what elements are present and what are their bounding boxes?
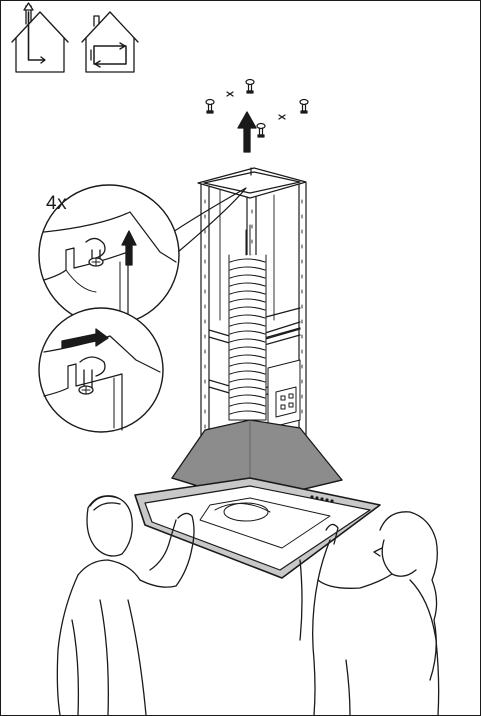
cooker-hood-canopy [134, 419, 381, 579]
house-extraction-mode-icon [11, 2, 69, 73]
flexible-duct [228, 224, 267, 421]
electrical-box [267, 359, 301, 429]
arrow-right-icon [61, 328, 109, 349]
detail-callout-lower [38, 307, 164, 433]
detail-callout-upper [38, 184, 247, 326]
arrow-up-icon [121, 230, 137, 266]
arrow-up-icon [237, 111, 257, 153]
house-recirculation-mode-icon [81, 11, 139, 73]
screw-icon [205, 78, 309, 138]
quantity-label: 4x [46, 193, 68, 214]
person-left [56, 495, 195, 716]
person-right [299, 511, 440, 716]
